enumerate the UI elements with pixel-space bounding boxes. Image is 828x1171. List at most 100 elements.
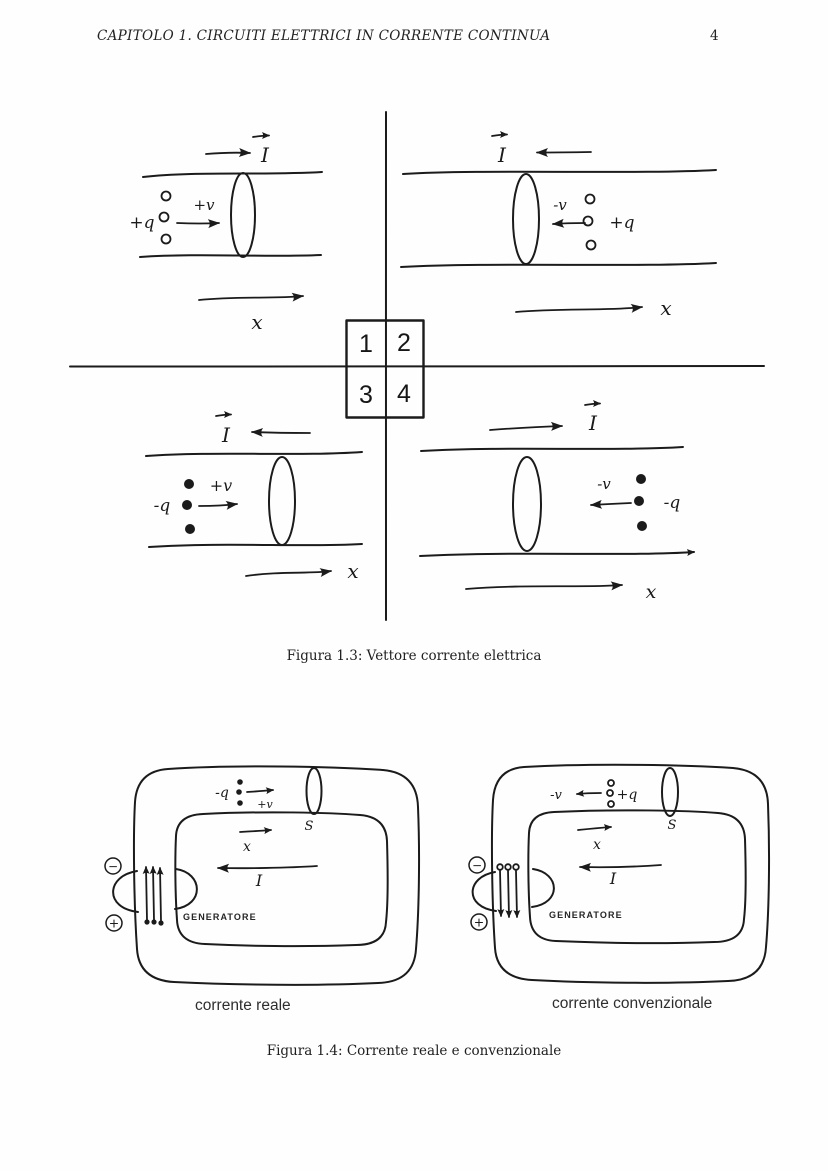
negative-charge-dot	[184, 479, 194, 489]
outer-loop	[132, 765, 421, 986]
charge-label: -q	[664, 493, 681, 513]
negative-charge-dot	[636, 474, 646, 484]
velocity-label: -v	[550, 788, 562, 803]
velocity-arrow	[246, 787, 274, 795]
velocity-label: +v	[193, 196, 215, 214]
electron-flow-arrow	[149, 866, 157, 921]
electron-dot	[158, 920, 164, 926]
positive-charge-dot	[606, 789, 614, 797]
charge-label: +q	[617, 787, 638, 803]
wire-cross-section	[512, 173, 540, 265]
current-arrow	[205, 147, 251, 157]
conventional-flow-arrow	[505, 869, 513, 918]
generator-bulge-left	[112, 870, 139, 913]
divider-horizontal-line	[69, 365, 765, 368]
figure-1-4-drawing: S -q +v x I − +	[104, 763, 771, 986]
wire-bottom-line	[139, 254, 322, 258]
velocity-arrow	[198, 500, 238, 510]
positive-charge-dot	[582, 215, 594, 227]
wire-top-line	[142, 171, 323, 178]
vector-hat-arrow	[584, 400, 601, 408]
plus-terminal-icon: +	[470, 913, 488, 931]
x-axis-arrow	[239, 827, 272, 835]
wire-cross-section	[268, 456, 296, 546]
positive-carrier-dot	[496, 863, 504, 871]
svg-text:+: +	[474, 915, 484, 930]
generator-label: GENERATORE	[183, 912, 257, 922]
positive-charge-dot	[585, 239, 597, 251]
wire-cross-section	[512, 456, 542, 552]
current-label: I	[255, 871, 263, 890]
quadrant-4-diagram: I -v -q x	[419, 400, 695, 603]
current-label: I	[260, 143, 270, 167]
charge-label: -q	[215, 785, 229, 801]
generator-label: GENERATORE	[549, 910, 623, 920]
positive-carrier-dot	[504, 863, 512, 871]
generator-bulge-left	[471, 871, 497, 912]
surface-label: S	[305, 819, 314, 834]
real-current-caption: corrente reale	[195, 997, 291, 1014]
positive-charge-dot	[160, 190, 172, 202]
velocity-label: -v	[553, 196, 567, 214]
negative-charge-dot	[237, 779, 243, 785]
quadrant-3-diagram: I -q +v x	[145, 411, 363, 583]
x-axis-label: x	[251, 310, 262, 334]
surface-label: S	[668, 818, 677, 833]
charge-label: +q	[609, 213, 634, 233]
positive-charge-dot	[607, 779, 615, 787]
positive-charge-dot	[584, 193, 596, 205]
page-number: 4	[710, 28, 719, 44]
surface-cross-section	[305, 767, 323, 815]
negative-charge-dot	[237, 800, 243, 806]
wire-top-line	[402, 169, 717, 175]
velocity-label: +v	[257, 798, 273, 811]
x-axis-arrow	[577, 824, 612, 832]
electron-flow-arrow	[142, 866, 150, 921]
negative-charge-dot	[185, 524, 195, 534]
current-label: I	[221, 423, 231, 447]
x-axis-arrow	[245, 568, 332, 578]
conventional-flow-arrow	[497, 869, 505, 917]
x-axis-label: x	[593, 837, 601, 853]
current-label: I	[609, 869, 617, 888]
vector-hat-arrow	[215, 411, 232, 419]
negative-charge-dot	[637, 521, 647, 531]
figure-1-3-drawing: 1 2 3 4 I +q +v x I	[69, 111, 765, 621]
charge-label: +q	[129, 213, 154, 233]
negative-charge-dot	[236, 789, 242, 795]
current-arrow	[536, 147, 592, 157]
velocity-label: +v	[210, 476, 232, 495]
x-axis-arrow	[198, 292, 304, 302]
generator-bulge-right	[531, 868, 555, 908]
wire-bottom-line	[419, 548, 695, 557]
wire-top-line	[420, 446, 684, 452]
outer-loop	[490, 763, 771, 984]
wire-cross-section	[230, 172, 256, 258]
conventional-flow-arrow	[513, 870, 521, 918]
wire-top-line	[145, 451, 363, 457]
current-arrow	[251, 427, 311, 437]
quadrant-label-2: 2	[397, 329, 411, 357]
electron-dot	[144, 919, 150, 925]
negative-charge-dot	[634, 496, 644, 506]
velocity-arrow	[590, 499, 632, 509]
real-current-circuit: S -q +v x I − +	[104, 765, 421, 986]
inner-loop	[174, 811, 389, 948]
current-arrow	[489, 421, 563, 431]
minus-terminal-icon: −	[104, 857, 122, 875]
velocity-arrow	[576, 789, 602, 797]
positive-carrier-dot	[512, 863, 520, 871]
x-axis-label: x	[243, 839, 251, 855]
x-axis-arrow	[515, 303, 643, 313]
velocity-arrow	[552, 218, 586, 228]
electron-flow-arrow	[156, 867, 164, 922]
inner-loop	[527, 809, 747, 945]
charge-label: -q	[154, 496, 171, 516]
positive-charge-dot	[160, 233, 172, 245]
current-arrow	[217, 863, 318, 873]
quadrant-label-4: 4	[397, 380, 411, 408]
quadrant-number-box: 1 2 3 4	[345, 319, 425, 419]
wire-bottom-line	[148, 543, 363, 548]
negative-charge-dot	[182, 500, 192, 510]
